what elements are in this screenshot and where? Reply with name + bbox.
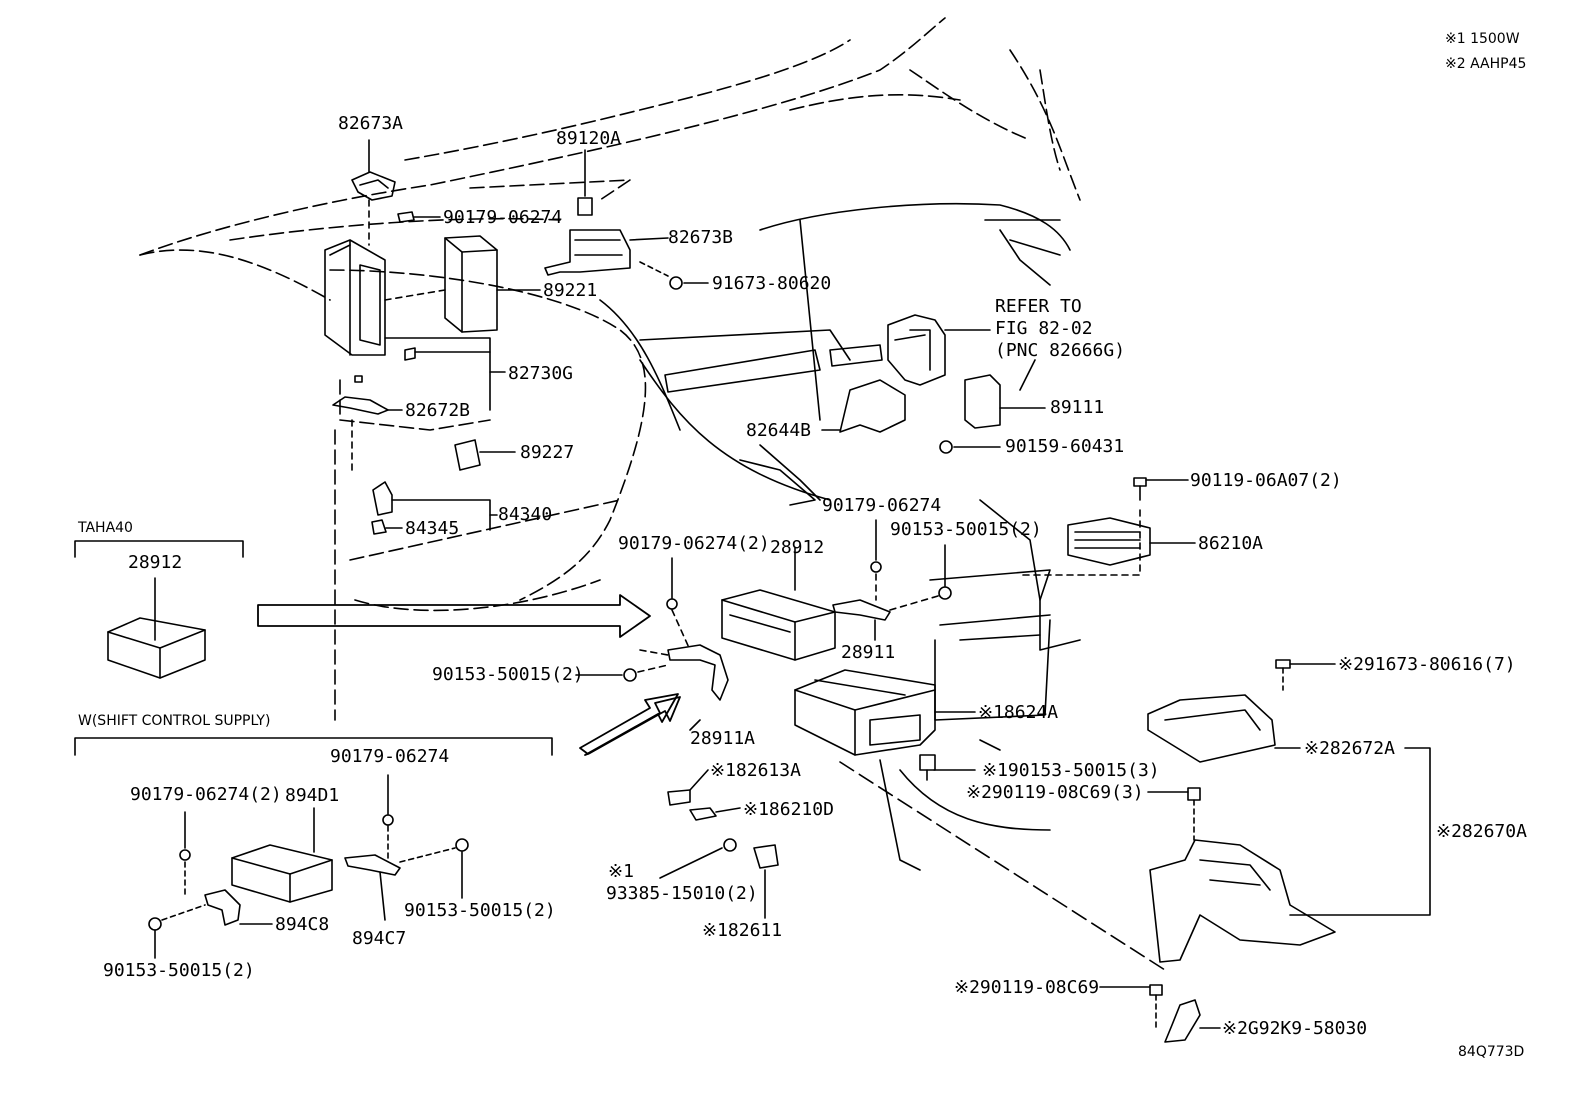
bracket-82670A — [840, 762, 1335, 970]
callout-91673-80620[interactable]: 91673-80620 — [712, 273, 832, 294]
callout-84345[interactable]: 84345 — [405, 518, 460, 539]
bracket-28911A — [640, 558, 728, 730]
callout-90119-08C69[interactable]: ※290119-08C69 — [954, 977, 1100, 998]
ecu-8624A — [795, 670, 975, 780]
drawing-number: 84Q773D — [1458, 1044, 1525, 1060]
callout-28911[interactable]: 28911 — [841, 642, 896, 663]
callout-8624A[interactable]: ※18624A — [978, 702, 1059, 723]
inset-shift-frame — [75, 738, 552, 958]
callout-82730G[interactable]: 82730G — [508, 363, 574, 384]
shift-part-90179-06274-2[interactable]: 90179-06274(2) — [130, 784, 282, 805]
callout-93385-prefix: ※1 — [608, 861, 634, 882]
inset-shift-title: W(SHIFT CONTROL SUPPLY) — [78, 713, 271, 729]
clip-90179-top — [398, 212, 440, 222]
bracket-82673A — [352, 140, 395, 245]
bolt-90153-right — [890, 545, 951, 610]
ecu-89221 — [385, 236, 540, 332]
inset-taha-frame — [75, 541, 243, 678]
arrow-diagonal — [580, 694, 680, 755]
shift-part-90179-06274[interactable]: 90179-06274 — [330, 746, 450, 767]
callout-91673-80616[interactable]: ※291673-80616(7) — [1338, 654, 1516, 675]
note-aahp45: ※2 AAHP45 — [1445, 56, 1527, 72]
callout-28912[interactable]: 28912 — [770, 537, 825, 558]
callout-86210A[interactable]: 86210A — [1198, 533, 1264, 554]
inset-taha-title: TAHA40 — [78, 520, 133, 536]
small-parts-left-bottom — [660, 770, 778, 918]
shift-part-894C7[interactable]: 894C7 — [352, 928, 407, 949]
callout-82644B[interactable]: 82644B — [746, 420, 812, 441]
callout-84340[interactable]: 84340 — [498, 504, 553, 525]
callout-82672A[interactable]: ※282672A — [1304, 738, 1395, 759]
note-1500w: ※1 1500W — [1445, 31, 1520, 47]
callout-89221[interactable]: 89221 — [543, 280, 598, 301]
callout-89111[interactable]: 89111 — [1050, 397, 1105, 418]
refer-note-line3[interactable]: (PNC 82666G) — [995, 340, 1126, 361]
callout-86210D[interactable]: ※186210D — [743, 799, 834, 820]
ecu-28912 — [722, 548, 835, 660]
refer-note-line2[interactable]: FIG 82-02 — [995, 318, 1093, 339]
callout-89120A[interactable]: 89120A — [556, 128, 622, 149]
inset-taha-part[interactable]: 28912 — [128, 552, 183, 573]
callout-82613A[interactable]: ※182613A — [710, 760, 801, 781]
bolt-90119-08C69-3 — [1148, 788, 1200, 840]
bracket-28911 — [833, 520, 890, 640]
bolt-91673-80616 — [1276, 660, 1335, 690]
wire-82730G — [355, 338, 505, 410]
bolt-g92k9 — [1100, 985, 1220, 1042]
callout-82611[interactable]: ※182611 — [702, 920, 783, 941]
bolt-90153-left — [576, 665, 668, 681]
shift-part-90153-50015-2b[interactable]: 90153-50015(2) — [103, 960, 255, 981]
callout-90179-06274-2[interactable]: 90179-06274(2) — [618, 533, 770, 554]
bracket-82673B — [545, 230, 668, 275]
callout-82673A[interactable]: 82673A — [338, 113, 404, 134]
dash-panel — [600, 204, 1080, 870]
callout-90159-60431[interactable]: 90159-60431 — [1005, 436, 1125, 457]
callout-82672B[interactable]: 82672B — [405, 400, 471, 421]
dashboard-outline — [140, 18, 1080, 720]
switch-84340 — [372, 482, 497, 534]
arrow-right-upper — [258, 595, 650, 637]
callout-90179-06274-top[interactable]: 90179-06274 — [443, 207, 563, 228]
bolt-90159-60431 — [940, 441, 1000, 453]
callout-90153-50015-right[interactable]: 90153-50015(2) — [890, 519, 1042, 540]
ecu-89111 — [965, 375, 1045, 428]
shift-part-90153-50015-2a[interactable]: 90153-50015(2) — [404, 900, 556, 921]
relay-89227 — [455, 440, 515, 470]
callout-G92K9-58030[interactable]: ※2G92K9-58030 — [1222, 1018, 1368, 1039]
ecu-left-box — [325, 240, 385, 355]
bracket-82672B — [333, 397, 402, 470]
bracket-82666G — [888, 315, 1035, 390]
callout-82673B[interactable]: 82673B — [668, 227, 734, 248]
callout-90153-50015-left[interactable]: 90153-50015(2) — [432, 664, 584, 685]
callout-89227[interactable]: 89227 — [520, 442, 575, 463]
callout-90119-08C69-3[interactable]: ※290119-08C69(3) — [966, 782, 1144, 803]
pin-89120A — [578, 150, 592, 215]
shift-part-894C8[interactable]: 894C8 — [275, 914, 330, 935]
callout-28911A[interactable]: 28911A — [690, 728, 756, 749]
bolt-90119-06A07 — [1134, 478, 1188, 500]
shift-part-894D1[interactable]: 894D1 — [285, 785, 340, 806]
refer-note-line1: REFER TO — [995, 296, 1082, 317]
callout-82670A[interactable]: ※282670A — [1436, 821, 1527, 842]
callout-90179-06274-mid[interactable]: 90179-06274 — [822, 495, 942, 516]
amp-86210A — [1020, 510, 1195, 575]
bolt-91673-80620 — [640, 262, 708, 289]
callout-93385-15010[interactable]: 93385-15010(2) — [606, 883, 758, 904]
bracket-82644B — [822, 380, 905, 432]
tray-82672A — [1148, 695, 1430, 915]
callout-90119-06A07[interactable]: 90119-06A07(2) — [1190, 470, 1342, 491]
callout-90153-50015-3[interactable]: ※190153-50015(3) — [982, 760, 1160, 781]
